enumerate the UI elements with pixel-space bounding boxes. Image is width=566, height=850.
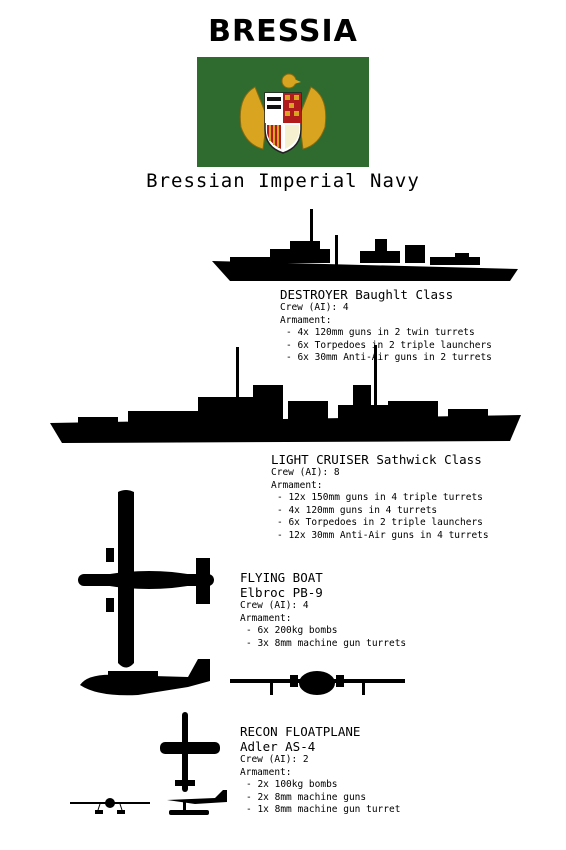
crew-text: Crew (AI): 4 xyxy=(280,302,349,313)
navy-name: Bressian Imperial Navy xyxy=(146,170,420,192)
floatplane-side-view xyxy=(167,790,227,815)
flying-boat-info: FLYING BOAT Elbroc PB-9 Crew (AI): 4 Arm… xyxy=(240,570,406,650)
armament-item: - 4x 120mm guns in 2 twin turrets xyxy=(286,327,475,338)
armament-item: - 2x 100kg bombs xyxy=(246,779,338,790)
armament-item: - 6x 30mm Anti-Air guns in 2 turrets xyxy=(286,352,492,363)
flag xyxy=(197,57,369,167)
flying-boat-front-view xyxy=(230,671,405,695)
crew-text: Crew (AI): 2 xyxy=(240,754,309,765)
flying-boat-side-view xyxy=(80,659,210,696)
crew-text: Crew (AI): 4 xyxy=(240,600,309,611)
armament-item: - 6x Torpedoes in 2 triple launchers xyxy=(286,339,492,351)
armament-item: - 3x 8mm machine gun turrets xyxy=(246,637,407,649)
armament-label: Armament: xyxy=(240,612,292,624)
floatplane-front-view xyxy=(70,798,150,814)
unit-name: DESTROYER Baughlt Class xyxy=(280,287,454,302)
armament-item: - 1x 8mm machine gun turret xyxy=(246,804,401,815)
unit-model: Adler AS-4 xyxy=(240,739,316,754)
destroyer-silhouette xyxy=(212,209,518,281)
crew-text: Crew (AI): 8 xyxy=(271,467,340,478)
cruiser-silhouette xyxy=(50,345,521,443)
floatplane-info: RECON FLOATPLANE Adler AS-4 Crew (AI): 2… xyxy=(240,724,400,817)
unit-name: FLYING BOAT xyxy=(240,570,323,585)
flying-boat-top-view xyxy=(78,490,214,668)
destroyer-info: DESTROYER Baughlt Class Crew (AI): 4 Arm… xyxy=(280,287,492,365)
unit-name: RECON FLOATPLANE xyxy=(240,724,361,739)
eagle-crest-icon xyxy=(239,73,327,154)
unit-model: Elbroc PB-9 xyxy=(240,585,323,600)
armament-item: - 4x 120mm guns in 4 turrets xyxy=(277,504,438,516)
armament-label: Armament: xyxy=(240,766,292,778)
page-title: BRESSIA xyxy=(208,14,358,49)
armament-item: - 6x Torpedoes in 2 triple launchers xyxy=(277,517,483,528)
unit-name: LIGHT CRUISER Sathwick Class xyxy=(271,452,482,467)
armament-item: - 2x 8mm machine guns xyxy=(246,791,367,803)
armament-item: - 12x 150mm guns in 4 triple turrets xyxy=(277,492,483,503)
cruiser-info: LIGHT CRUISER Sathwick Class Crew (AI): … xyxy=(271,452,489,542)
armament-item: - 12x 30mm Anti-Air guns in 4 turrets xyxy=(277,529,489,541)
armament-item: - 6x 200kg bombs xyxy=(246,625,338,636)
floatplane-top-view xyxy=(160,712,220,792)
armament-label: Armament: xyxy=(280,314,332,326)
armament-label: Armament: xyxy=(271,479,323,491)
